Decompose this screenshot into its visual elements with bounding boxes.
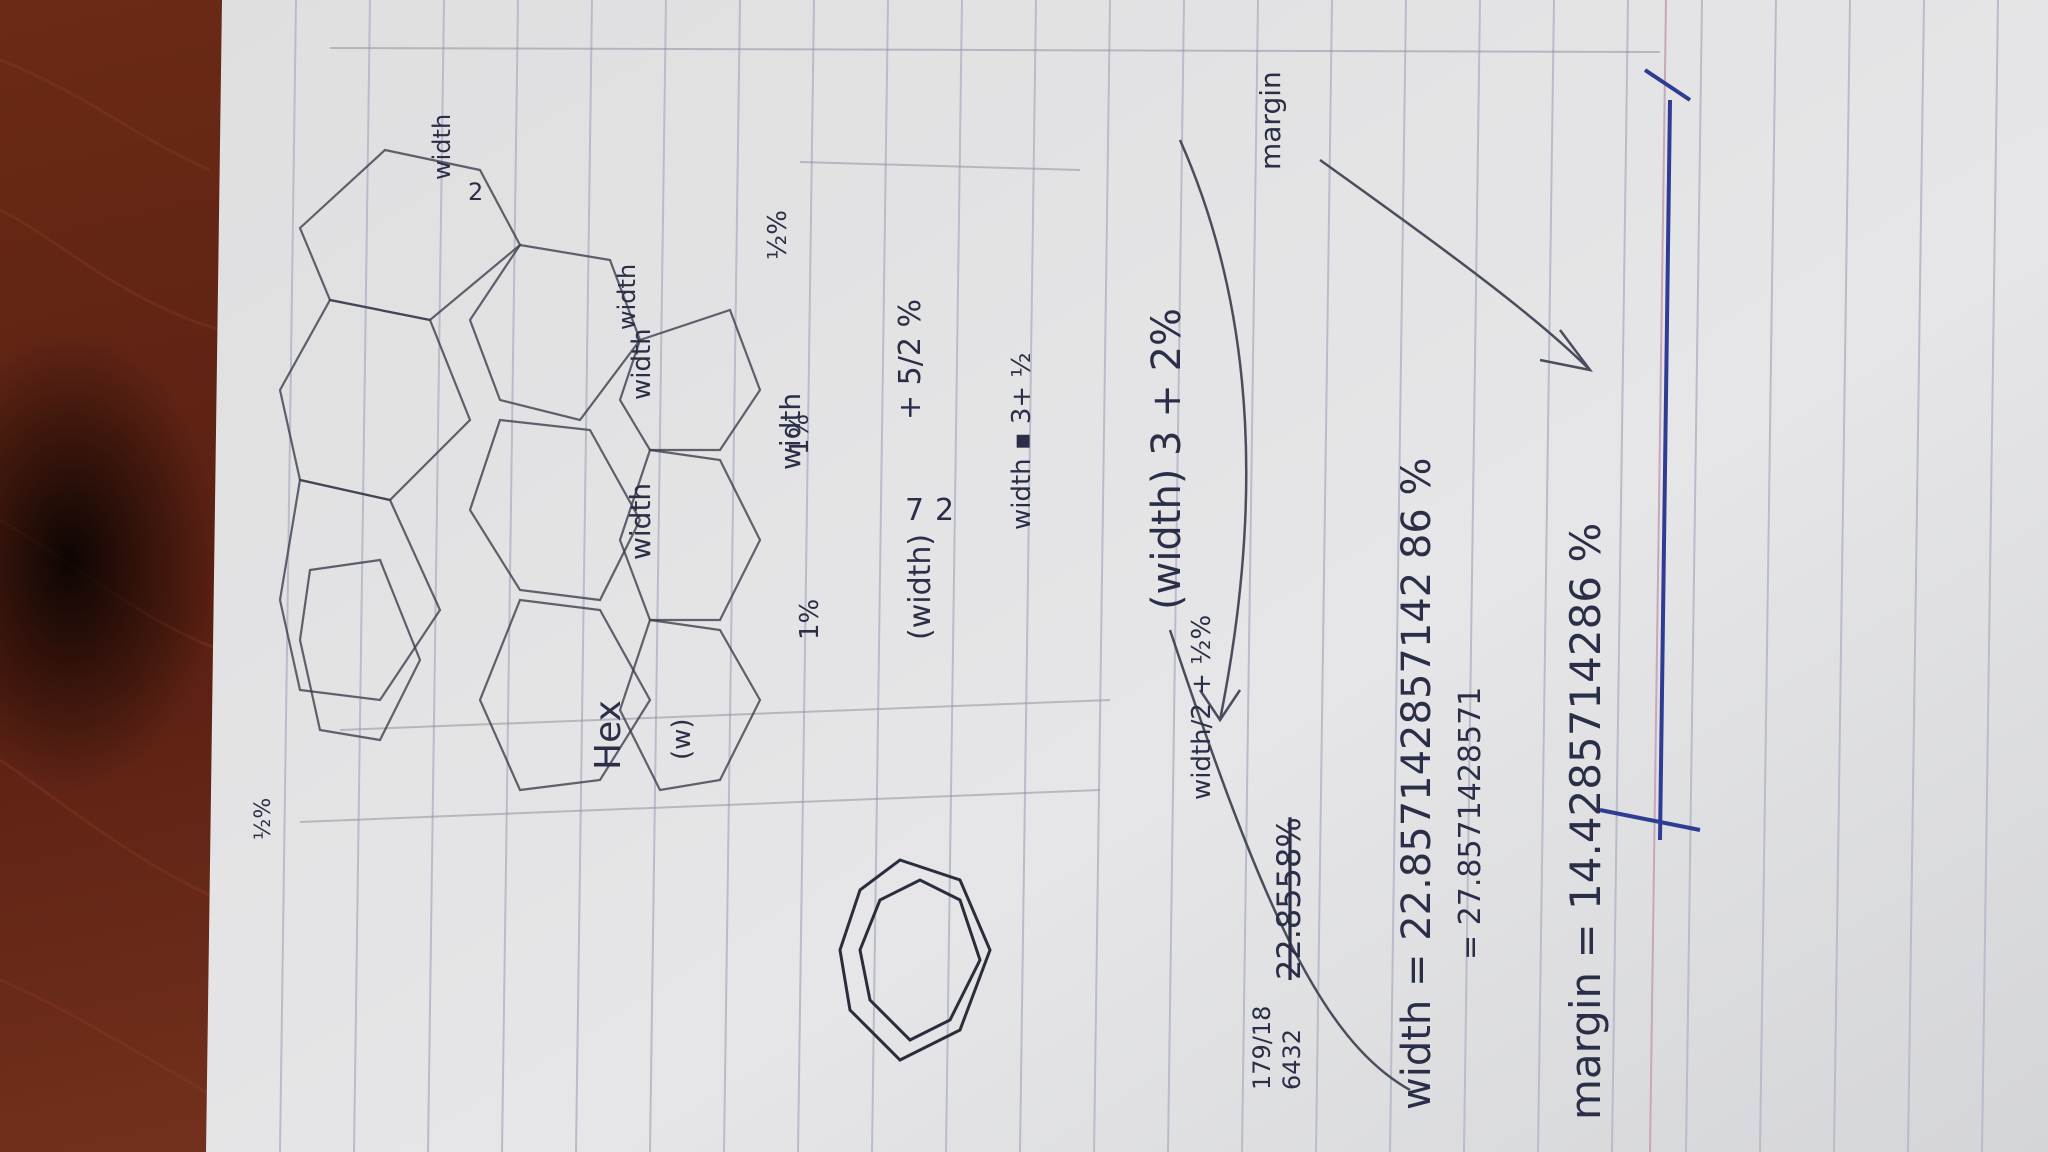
one-percent-b: 1% [785,414,815,455]
margin-line [1649,0,1667,1152]
top-left-half-percent: ½% [251,798,276,840]
expr-two: width ▪ 3+ ½ [1007,352,1037,530]
crossed-value: 22.8558% [1270,817,1308,980]
expr-three: (width) 3 + 2% [1144,308,1190,610]
shadow-blob [0,330,220,790]
hex-sub-label: (w) [667,718,697,760]
guide-lines [299,47,1661,823]
left-small-expr: width/2 + ½% [1187,615,1217,800]
width-label-2: width [627,328,657,400]
expr-one-frac-den: 2 [935,493,954,528]
margin-note: margin [1254,71,1287,170]
expr-one-prefix: (width) [903,534,938,640]
width-result-approx: = 27.8571428571 [1453,687,1488,960]
expr-one-suffix: + 5/2 % [893,299,928,420]
fraction-note-top: 179/18 [1248,1006,1276,1090]
pencil-arrows [1168,139,1593,1092]
one-percent-a: 1% [795,599,825,640]
hex-label: Hex [588,700,629,770]
small-hexagon [838,858,992,1062]
hexagon-sketch [278,148,762,792]
width-label-4: width [774,393,807,470]
half-width-num: width [428,114,456,180]
width-label-1: width [624,483,657,560]
expr-one-frac-num: 7 [905,493,924,528]
blue-arrow [1599,68,1701,841]
half-width-den: 2 [468,178,483,206]
paper-sheet [206,0,2048,1152]
right-half-percent: ½% [763,210,793,260]
fraction-note-bottom: 6432 [1278,1029,1306,1090]
ruled-lines [279,0,1999,1152]
margin-result: margin = 14.4285714286 % [1561,523,1610,1120]
hex-label-group: Hex [588,700,629,770]
width-result: width = 22.857142857142 86 % [1394,457,1440,1110]
width-label-3: width [613,264,641,330]
